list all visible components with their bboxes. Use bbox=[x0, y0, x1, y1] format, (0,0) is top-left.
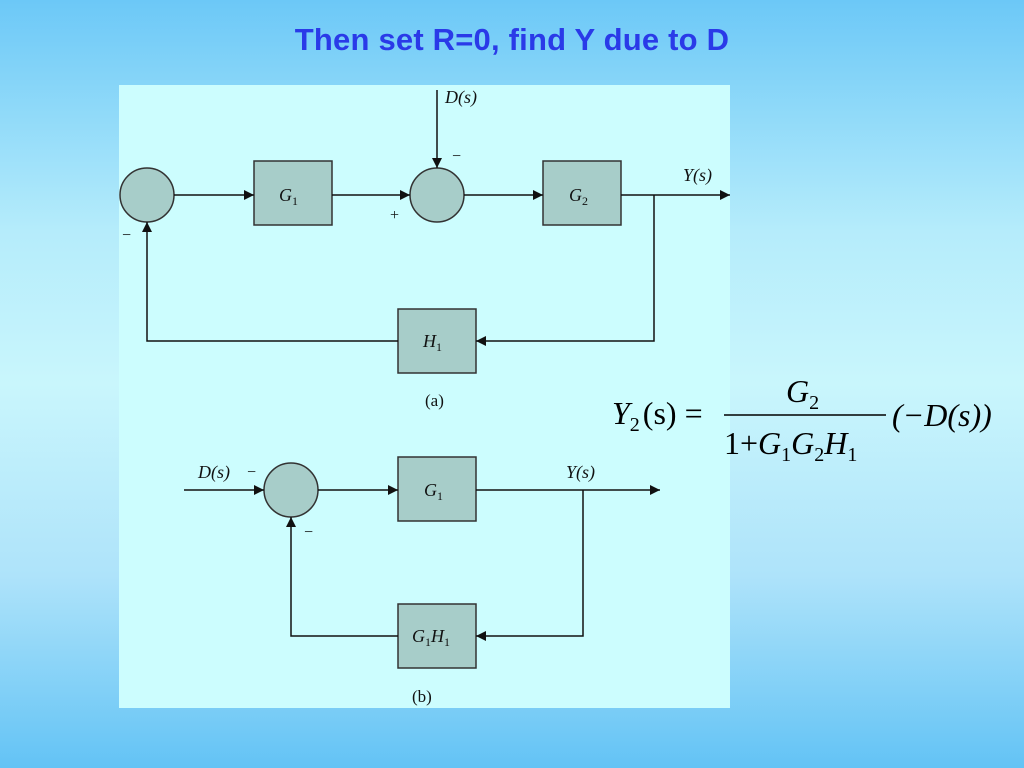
formula-numerator: G2 bbox=[786, 373, 819, 414]
block-g1-b-label: G1 bbox=[424, 480, 443, 503]
caption-b: (b) bbox=[412, 687, 432, 706]
summing-junction-a2 bbox=[409, 167, 465, 223]
sign-minus-d-b: − bbox=[247, 464, 256, 481]
slide-title: Then set R=0, find Y due to D bbox=[294, 22, 730, 57]
summing-junction-b bbox=[263, 462, 319, 518]
block-g2-a-label: G2 bbox=[569, 185, 588, 208]
block-g1h1-b bbox=[397, 603, 477, 669]
block-diagram-svg: G1 G2 H1 D(s) Y(s) − + − (a) G1 G1H1 D(s… bbox=[119, 87, 730, 706]
output-label-a: Y(s) bbox=[683, 165, 712, 186]
block-g1-a-label: G1 bbox=[279, 185, 298, 208]
wire-g1h1-to-sum bbox=[286, 517, 398, 637]
diagram-b: G1 G1H1 D(s) Y(s) − − (b) bbox=[184, 456, 660, 706]
block-g1-a bbox=[253, 160, 333, 226]
sign-minus-feedback-a: − bbox=[122, 227, 131, 244]
formula-lhs: Y2(s) = bbox=[612, 395, 703, 436]
caption-a: (a) bbox=[425, 391, 444, 410]
block-h1-a bbox=[397, 308, 477, 374]
sign-plus-a: + bbox=[390, 207, 399, 224]
block-h1-a-label: H1 bbox=[422, 331, 442, 354]
diagram-a: G1 G2 H1 D(s) Y(s) − + − (a) bbox=[119, 87, 730, 410]
transfer-function-formula: Y2(s) = G2 1+G1G2H1 (−D(s)) bbox=[612, 373, 992, 466]
wire-feedback-to-h1 bbox=[476, 195, 655, 346]
summing-junction-a1 bbox=[119, 167, 175, 223]
disturbance-label-a: D(s) bbox=[444, 87, 477, 108]
sign-minus-d-a: − bbox=[452, 148, 461, 165]
output-label-b: Y(s) bbox=[566, 462, 595, 483]
input-label-b: D(s) bbox=[197, 462, 230, 483]
formula-denominator: 1+G1G2H1 bbox=[724, 425, 857, 466]
sign-minus-feedback-b: − bbox=[304, 524, 313, 541]
block-g1-b bbox=[397, 456, 477, 522]
block-g1h1-b-label: G1H1 bbox=[412, 626, 450, 649]
block-g2-a bbox=[542, 160, 622, 226]
wire-feedback-to-g1h1 bbox=[476, 490, 584, 641]
block-diagram-panel: G1 G2 H1 D(s) Y(s) − + − (a) G1 G1H1 D(s… bbox=[119, 85, 730, 708]
wire-h1-to-sum1 bbox=[142, 222, 398, 342]
formula-factor: (−D(s)) bbox=[892, 397, 992, 433]
